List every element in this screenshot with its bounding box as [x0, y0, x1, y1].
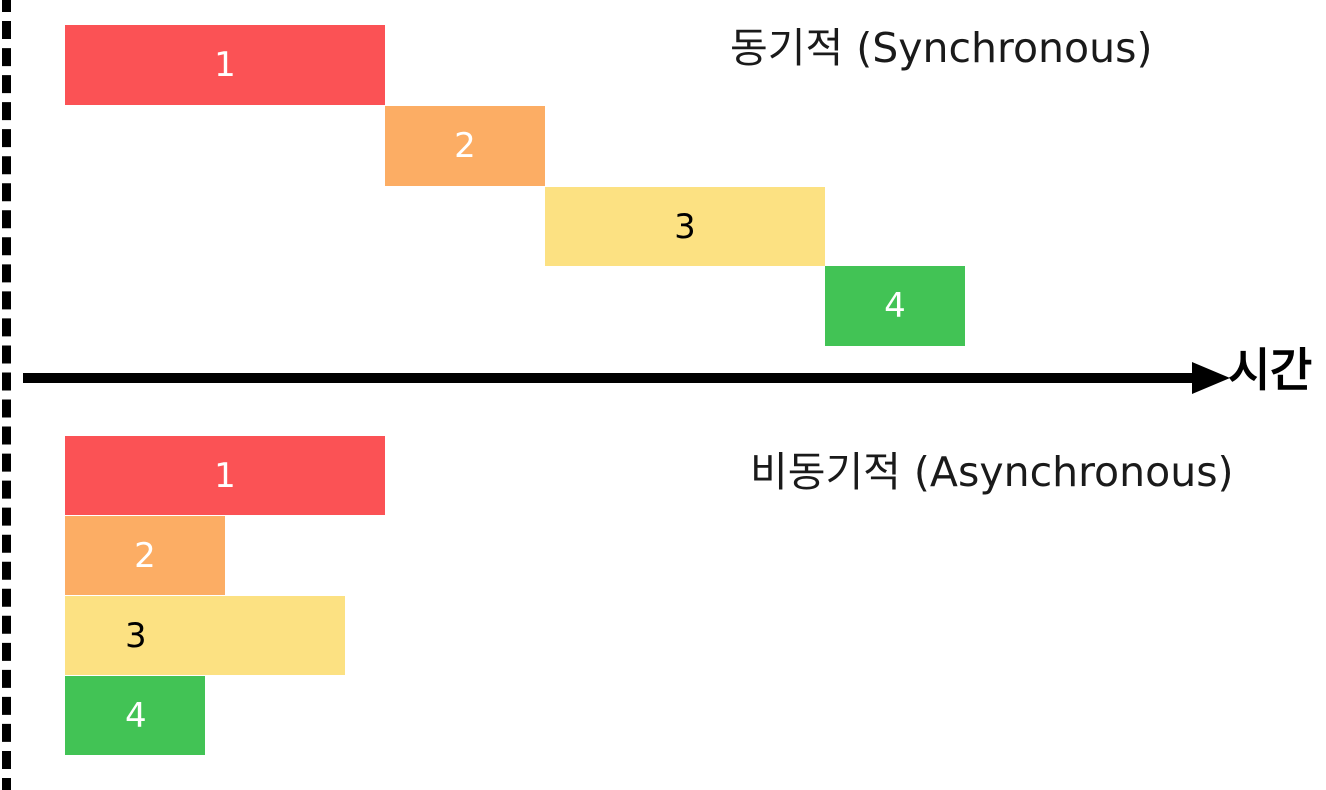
task-bar-label: 4: [125, 695, 147, 736]
task-bar-sync-3: 3: [545, 187, 825, 266]
task-bar-label: 2: [134, 535, 156, 576]
task-bar-async-4: 4: [65, 676, 205, 755]
left-dashed-border: [2, 0, 11, 790]
task-bar-sync-2: 2: [385, 106, 545, 186]
task-bar-async-2: 2: [65, 516, 225, 595]
time-axis-line: [23, 373, 1205, 383]
asynchronous-caption: 비동기적 (Asynchronous): [750, 448, 1234, 496]
task-bar-sync-4: 4: [825, 266, 965, 346]
arrow-right-icon: [1192, 362, 1230, 394]
task-bar-label: 4: [884, 286, 906, 326]
time-axis-label: 시간: [1228, 343, 1312, 397]
task-bar-async-3: 3: [65, 596, 345, 675]
task-bar-label: 3: [125, 615, 147, 656]
task-bar-label: 1: [214, 45, 236, 85]
task-bar-label: 3: [674, 206, 696, 247]
synchronous-caption: 동기적 (Synchronous): [730, 24, 1153, 72]
task-bar-async-1: 1: [65, 436, 385, 515]
task-bar-sync-1: 1: [65, 25, 385, 105]
task-bar-label: 1: [214, 455, 236, 496]
task-bar-label: 2: [454, 126, 476, 166]
